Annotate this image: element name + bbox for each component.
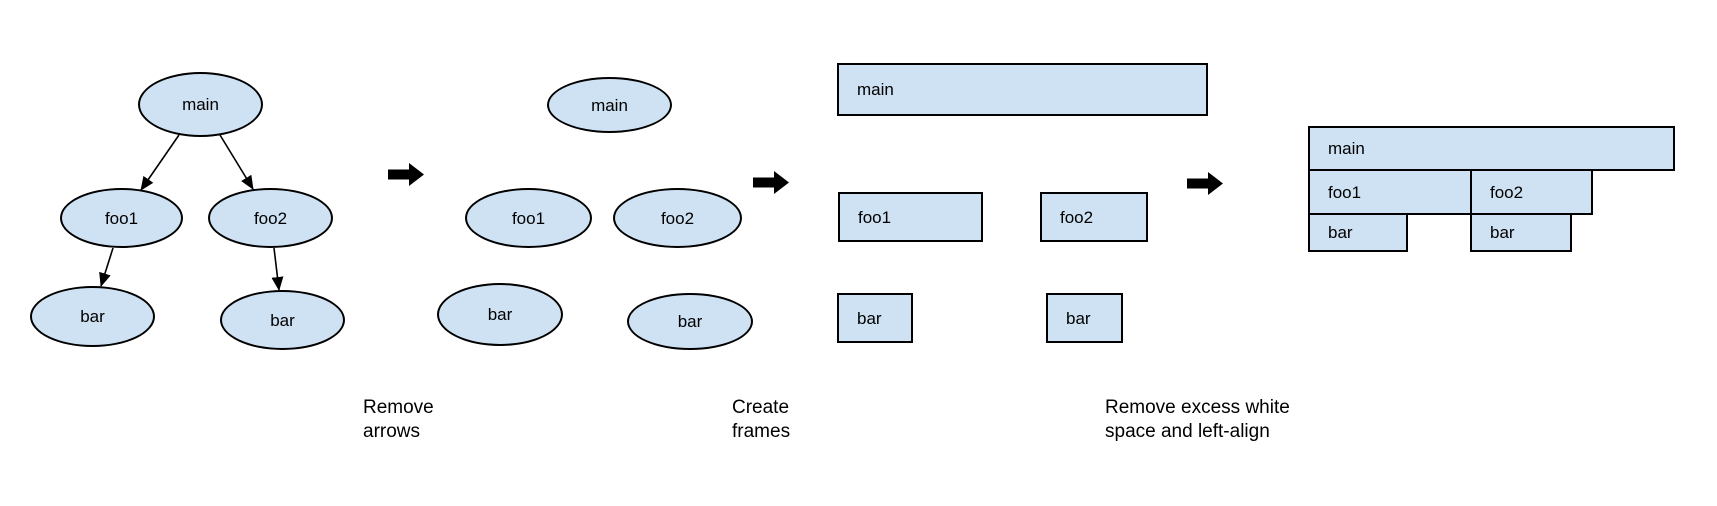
frame-main: main bbox=[837, 63, 1208, 116]
edge-main-foo1 bbox=[140, 134, 180, 191]
node-label: bar bbox=[677, 312, 703, 331]
edge-foo1-bar bbox=[99, 247, 114, 287]
node-label: foo1 bbox=[104, 208, 139, 228]
tree-edge-arrows bbox=[99, 134, 284, 291]
node-label: foo2 bbox=[253, 208, 288, 228]
node-label: main bbox=[1328, 139, 1365, 158]
step3-right-arrow-icon bbox=[1187, 172, 1223, 195]
ellipse-node-bar-right: bar bbox=[627, 293, 753, 350]
tree-node-bar-right: bar bbox=[220, 290, 345, 350]
node-label: bar bbox=[1328, 223, 1353, 242]
node-label: bar bbox=[1066, 308, 1091, 328]
flame-frame-main: main bbox=[1308, 126, 1675, 171]
frame-foo1: foo1 bbox=[838, 192, 983, 242]
step1-caption: Remove arrows bbox=[363, 397, 434, 442]
frame-bar-right: bar bbox=[1046, 293, 1123, 343]
step1-right-arrow-icon bbox=[388, 163, 424, 186]
ellipse-node-foo1: foo1 bbox=[465, 188, 592, 248]
edge-main-foo2 bbox=[219, 134, 254, 190]
node-label: bar bbox=[270, 310, 295, 330]
flame-frame-foo2: foo2 bbox=[1470, 169, 1593, 215]
flame-frame-bar-left: bar bbox=[1308, 213, 1408, 252]
flame-frame-foo1: foo1 bbox=[1308, 169, 1472, 215]
node-label: foo1 bbox=[858, 207, 892, 227]
tree-node-foo1: foo1 bbox=[60, 188, 183, 248]
node-label: main bbox=[591, 95, 628, 115]
node-label: foo2 bbox=[1060, 207, 1094, 227]
node-label: bar bbox=[1490, 223, 1515, 242]
node-label: foo1 bbox=[1328, 182, 1362, 202]
edge-foo2-bar bbox=[271, 247, 284, 291]
node-label: bar bbox=[80, 307, 105, 326]
tree-node-foo2: foo2 bbox=[208, 188, 333, 248]
flame-frame-bar-right: bar bbox=[1470, 213, 1572, 252]
tree-node-main: main bbox=[138, 72, 263, 137]
frame-bar-left: bar bbox=[837, 293, 913, 343]
node-label: foo1 bbox=[511, 208, 546, 228]
frame-foo2: foo2 bbox=[1040, 192, 1148, 242]
step3-caption: Remove excess white space and left-align bbox=[1105, 397, 1290, 442]
ellipse-node-foo2: foo2 bbox=[613, 188, 742, 248]
tree-node-bar-left: bar bbox=[30, 286, 155, 347]
step2-right-arrow-icon bbox=[753, 171, 789, 194]
node-label: foo2 bbox=[660, 208, 695, 228]
node-label: bar bbox=[487, 305, 513, 324]
node-label: main bbox=[857, 80, 894, 99]
node-label: bar bbox=[857, 308, 882, 328]
node-label: foo2 bbox=[1490, 182, 1524, 202]
ellipse-node-bar-left: bar bbox=[437, 283, 563, 346]
node-label: main bbox=[182, 95, 219, 114]
step2-caption: Create frames bbox=[732, 397, 791, 442]
ellipse-node-main: main bbox=[547, 77, 672, 133]
